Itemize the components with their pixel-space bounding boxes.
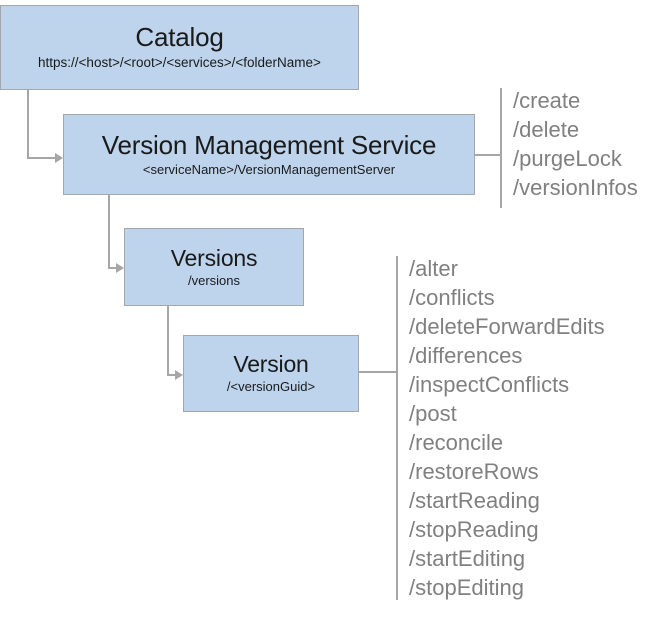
operation-item[interactable]: /versionInfos — [513, 175, 638, 200]
operation-item[interactable]: /create — [513, 88, 581, 113]
operation-item[interactable]: /restoreRows — [409, 459, 539, 484]
node-catalog[interactable]: Catalog https://<host>/<root>/<services>… — [0, 5, 359, 90]
node-versions-title: Versions — [170, 244, 258, 271]
connector-catalog-to-vms-vertical — [27, 89, 29, 159]
operation-item[interactable]: /conflicts — [409, 285, 495, 310]
node-versions-subtitle: /versions — [187, 272, 241, 288]
connector-versions-to-version-horizontal — [167, 374, 177, 376]
connector-vms-to-operations — [474, 154, 501, 156]
operation-list-vms-items: /create /delete /purgeLock /versionInfos — [513, 86, 638, 202]
connector-vms-to-versions-horizontal — [108, 267, 118, 269]
operation-item[interactable]: /deleteForwardEdits — [409, 314, 605, 339]
connector-version-to-operations — [358, 371, 397, 373]
operation-item[interactable]: /alter — [409, 256, 458, 281]
node-version-management-service[interactable]: Version Management Service <serviceName>… — [63, 114, 475, 195]
node-version-title: Version — [233, 351, 309, 378]
connector-versions-to-version-vertical — [167, 305, 169, 376]
arrowhead-versions-to-version — [175, 370, 183, 380]
operation-item[interactable]: /reconcile — [409, 430, 504, 455]
node-version-subtitle: /<versionGuid> — [226, 379, 316, 395]
node-versions[interactable]: Versions /versions — [124, 228, 304, 306]
node-catalog-subtitle: https://<host>/<root>/<services>/<folder… — [38, 54, 321, 70]
operation-item[interactable]: /stopEditing — [409, 575, 524, 600]
node-version[interactable]: Version /<versionGuid> — [183, 335, 359, 412]
connector-catalog-to-vms-horizontal — [27, 157, 57, 159]
node-version-management-service-subtitle: <serviceName>/VersionManagementServer — [142, 162, 396, 177]
connector-vms-to-versions-vertical — [108, 194, 110, 269]
operation-item[interactable]: /differences — [409, 343, 523, 368]
operation-list-version-bar — [396, 256, 398, 600]
operation-item[interactable]: /purgeLock — [513, 146, 622, 171]
operation-list-version-items: /alter /conflicts /deleteForwardEdits /d… — [409, 254, 605, 602]
operation-item[interactable]: /inspectConflicts — [409, 372, 570, 397]
arrowhead-catalog-to-vms — [55, 153, 63, 163]
operation-item[interactable]: /delete — [513, 117, 580, 142]
operation-item[interactable]: /startReading — [409, 488, 540, 513]
arrowhead-vms-to-versions — [116, 263, 124, 273]
operation-list-vms-bar — [500, 88, 502, 208]
node-catalog-title: Catalog — [135, 22, 224, 53]
operation-item[interactable]: /stopReading — [409, 517, 539, 542]
operation-item[interactable]: /startEditing — [409, 546, 526, 571]
operation-item[interactable]: /post — [409, 401, 457, 426]
node-version-management-service-title: Version Management Service — [101, 129, 437, 160]
